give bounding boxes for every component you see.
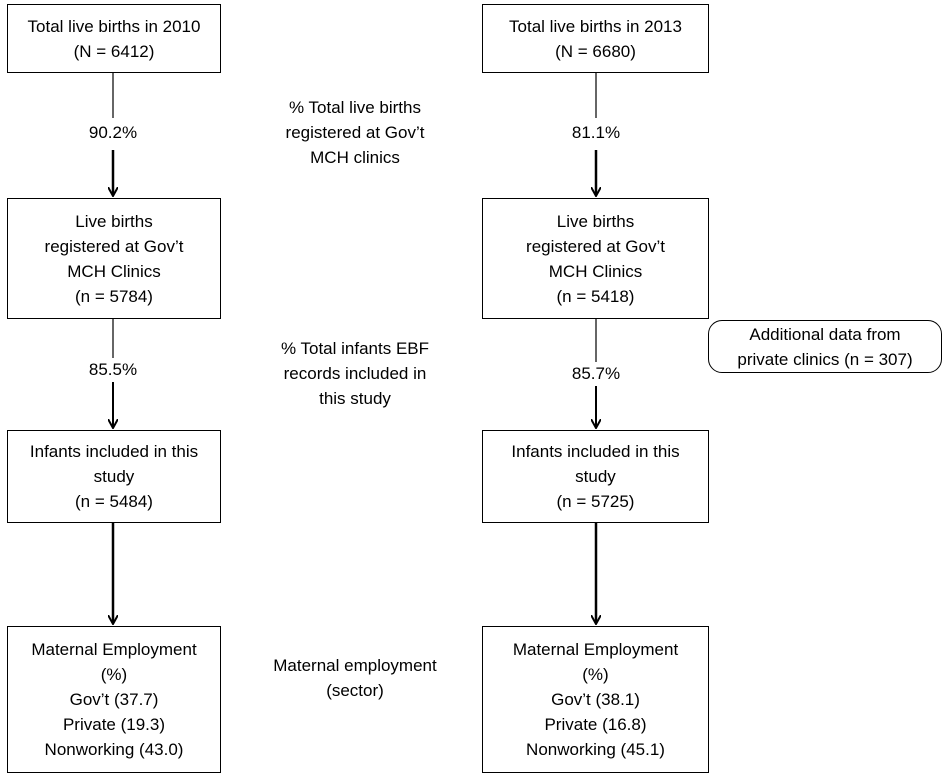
left-box-total-births: Total live births in 2010 (N = 6412) <box>7 4 221 73</box>
right-box-employment-line-2: (%) <box>582 665 609 684</box>
left-box-infants-line-3: (n = 5484) <box>75 492 153 511</box>
right-box-employment-line-4: Private (16.8) <box>544 715 647 734</box>
right-box-infants-line-1: Infants included in this <box>511 442 680 461</box>
left-box-maternal-employment: Maternal Employment (%) Gov’t (37.7) Pri… <box>7 626 221 773</box>
left-box-employment-line-3: Gov’t (37.7) <box>69 690 159 709</box>
middle-label-ebf-records: % Total infants EBF records included in … <box>250 336 460 411</box>
right-box-employment-line-5: Nonworking (45.1) <box>526 740 665 759</box>
left-box-registered-line-1: Live births <box>75 211 153 231</box>
middle-label-3-line-2: (sector) <box>326 681 384 700</box>
right-box-employment-line-1: Maternal Employment <box>512 640 679 659</box>
middle-label-2-line-3: this study <box>319 389 391 408</box>
middle-label-1-line-2: registered at Gov’t <box>285 123 425 142</box>
left-box-employment-line-1: Maternal Employment <box>31 640 197 659</box>
right-percent-2: 85.7% <box>556 363 636 385</box>
right-box-total-births: Total live births in 2013 (N = 6680) <box>482 4 709 73</box>
middle-label-employment-sector: Maternal employment (sector) <box>250 653 460 703</box>
side-box-line-1: Additional data from <box>749 324 901 344</box>
right-box-registered-line-4: (n = 5418) <box>556 286 635 306</box>
right-box-registered-line-1: Live births <box>556 211 635 231</box>
left-box-total-births-line-2: (N = 6412) <box>73 41 155 61</box>
left-box-employment-line-4: Private (19.3) <box>62 715 166 734</box>
middle-label-2-line-1: % Total infants EBF <box>280 339 430 358</box>
left-percent-1: 90.2% <box>73 122 153 144</box>
left-box-infants-line-1: Infants included in this <box>29 442 199 461</box>
left-box-total-births-line-1: Total live births in 2010 <box>27 16 201 36</box>
middle-label-3-line-1: Maternal employment <box>273 656 437 675</box>
right-box-infants-line-2: study <box>575 467 616 486</box>
left-box-registered-line-2: registered at Gov’t <box>44 236 184 256</box>
side-box-private-clinics: Additional data from private clinics (n … <box>708 320 942 373</box>
left-box-registered-line-3: MCH Clinics <box>67 261 161 281</box>
right-box-employment-line-3: Gov’t (38.1) <box>551 690 640 709</box>
middle-label-2-line-2: records included in <box>283 364 427 383</box>
left-box-employment-line-5: Nonworking (43.0) <box>44 740 184 759</box>
right-box-infants-included: Infants included in this study (n = 5725… <box>482 430 709 523</box>
left-box-registered-line-4: (n = 5784) <box>75 286 153 306</box>
right-box-registered-line-3: MCH Clinics <box>548 261 643 281</box>
right-box-registered: Live births registered at Gov’t MCH Clin… <box>482 198 709 319</box>
right-box-total-births-line-1: Total live births in 2013 <box>509 16 682 36</box>
middle-label-1-line-1: % Total live births <box>289 98 421 117</box>
right-box-infants-line-3: (n = 5725) <box>556 492 635 511</box>
right-box-maternal-employment: Maternal Employment (%) Gov’t (38.1) Pri… <box>482 626 709 773</box>
right-box-registered-line-2: registered at Gov’t <box>526 236 665 256</box>
left-percent-2: 85.5% <box>73 359 153 381</box>
right-box-total-births-line-2: (N = 6680) <box>555 41 636 61</box>
left-box-infants-included: Infants included in this study (n = 5484… <box>7 430 221 523</box>
right-percent-1: 81.1% <box>556 122 636 144</box>
left-box-infants-line-2: study <box>93 467 135 486</box>
middle-label-registered: % Total live births registered at Gov’t … <box>250 95 460 170</box>
left-box-registered: Live births registered at Gov’t MCH Clin… <box>7 198 221 319</box>
middle-label-1-line-3: MCH clinics <box>310 148 400 167</box>
side-box-line-2: private clinics (n = 307) <box>737 349 913 369</box>
left-box-employment-line-2: (%) <box>100 665 128 684</box>
